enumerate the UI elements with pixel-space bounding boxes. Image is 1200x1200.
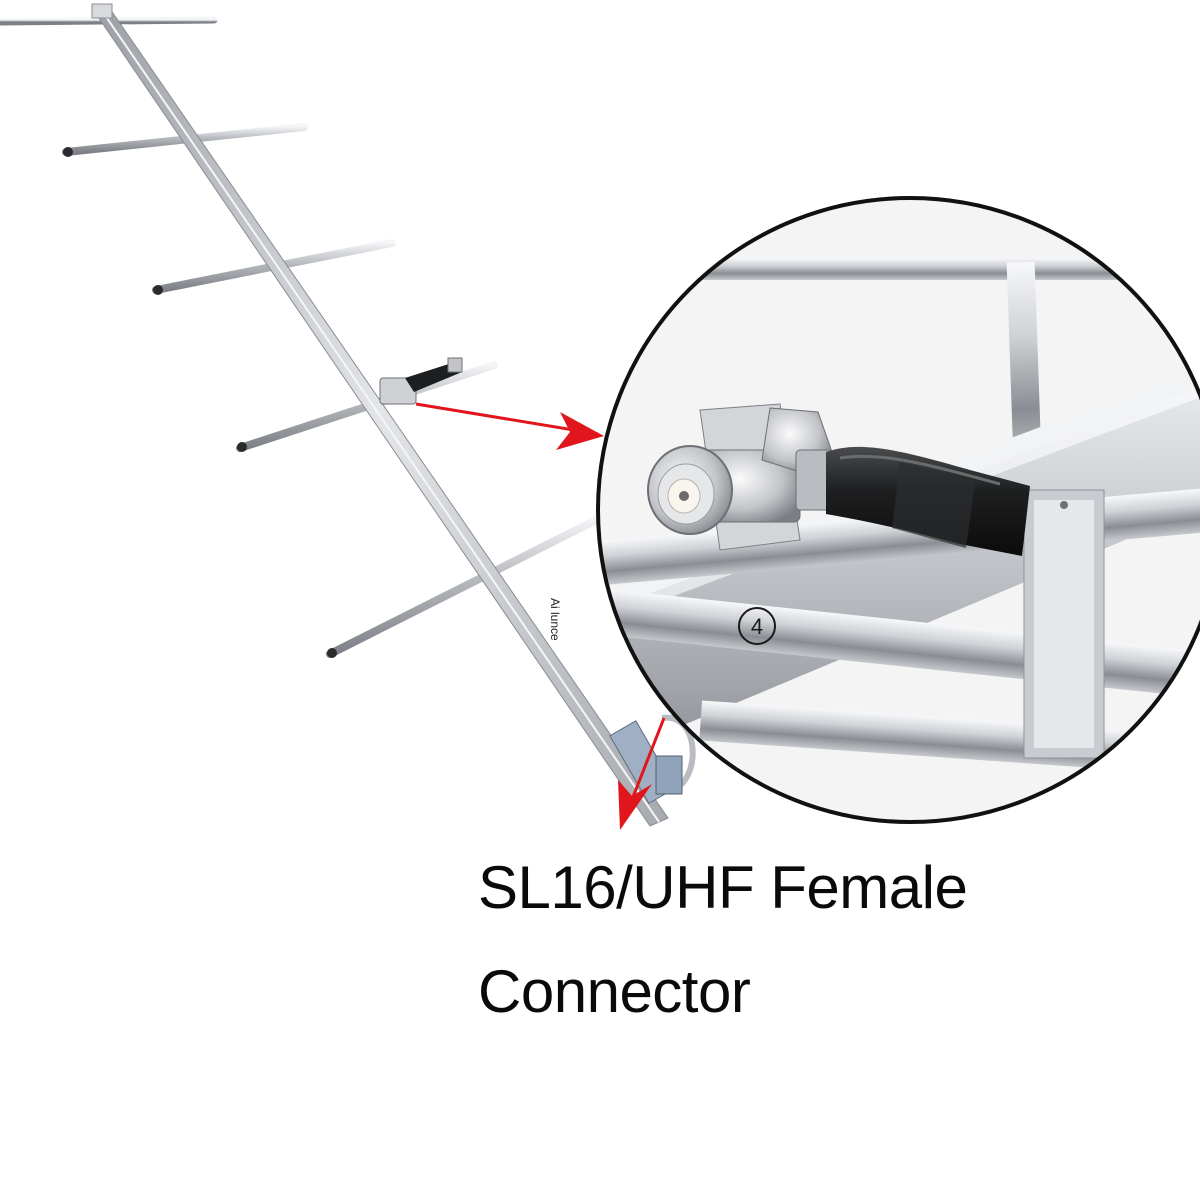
brand-label: Ai lunce bbox=[548, 598, 562, 641]
callout-arrow-to-caption bbox=[618, 717, 666, 830]
connector-caption-line-2: Connector bbox=[478, 958, 751, 1025]
element-number-marker: 4 bbox=[751, 614, 763, 639]
mounting-bracket bbox=[609, 714, 696, 805]
sl16-uhf-female-connector bbox=[647, 407, 833, 535]
feed-point-connector bbox=[379, 357, 463, 405]
coax-cable bbox=[826, 446, 1030, 556]
antenna-elements bbox=[0, 16, 604, 658]
yagi-antenna: Ai lunce bbox=[0, 3, 696, 827]
callout-arrow-to-closeup bbox=[415, 402, 604, 450]
connector-closeup: 4 bbox=[596, 196, 1200, 824]
connector-caption-line-1: SL16/UHF Female bbox=[478, 854, 968, 921]
callout-circle-border bbox=[596, 196, 1200, 824]
antenna-boom bbox=[91, 3, 669, 827]
